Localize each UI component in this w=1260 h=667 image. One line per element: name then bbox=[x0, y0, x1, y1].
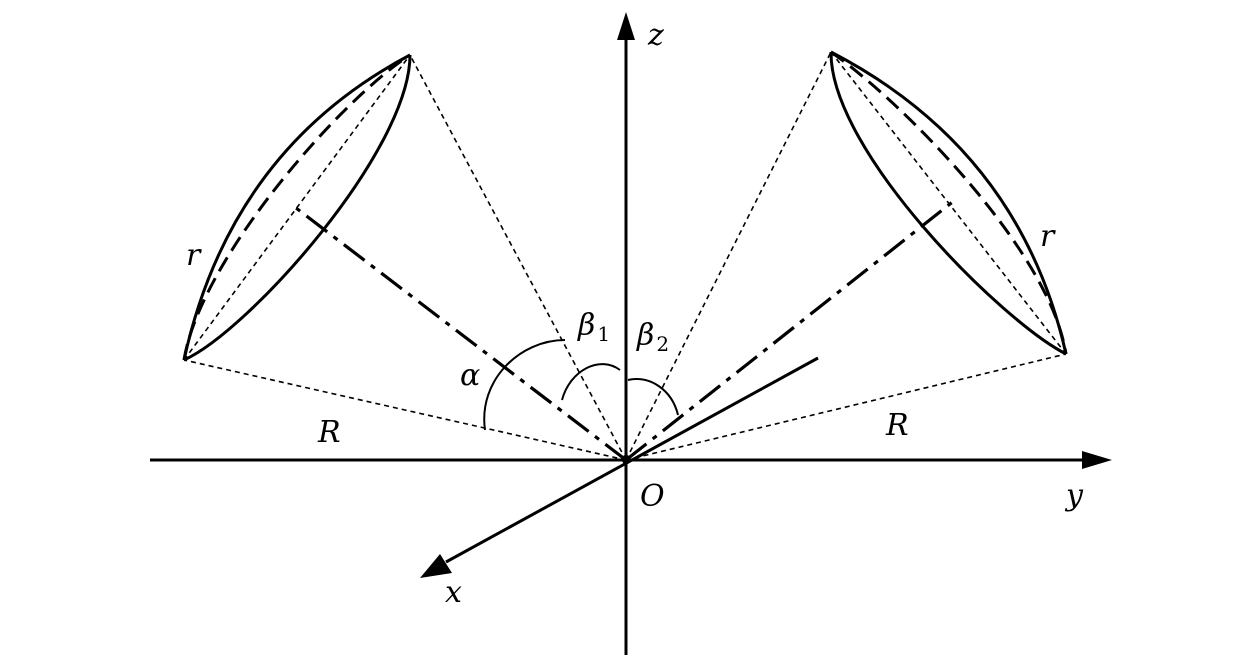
right-cone-axis bbox=[625, 198, 956, 462]
beta1-subscript: 1 bbox=[597, 322, 610, 346]
origin-point bbox=[622, 456, 630, 464]
left-generator-top bbox=[409, 54, 627, 461]
beta2-angle-arc bbox=[627, 378, 679, 416]
left-cone-axis bbox=[295, 206, 627, 462]
left-cap-diameter bbox=[183, 54, 411, 361]
z-axis-arrowhead bbox=[617, 12, 635, 40]
x-axis-arrowhead bbox=[420, 554, 452, 578]
y-axis-label: y bbox=[1064, 478, 1084, 513]
alpha-angle-arc bbox=[483, 339, 566, 431]
right-small-radius-label: r bbox=[1040, 219, 1056, 254]
right-cap-base-back bbox=[830, 50, 1068, 355]
right-generator-bottom bbox=[625, 353, 1067, 461]
left-small-radius-label: r bbox=[186, 238, 202, 273]
right-generator-top bbox=[625, 51, 832, 461]
beta1-angle-arc bbox=[561, 363, 621, 401]
alpha-label: α bbox=[460, 358, 480, 393]
left-cap-outer-arc bbox=[182, 53, 411, 361]
beta2-subscript: 2 bbox=[656, 332, 669, 356]
x-axis-label: x bbox=[445, 575, 462, 610]
left-cap-base-back bbox=[182, 53, 411, 361]
beta1-symbol: β bbox=[577, 308, 595, 343]
beta2-symbol: β bbox=[636, 318, 654, 353]
right-cap-base-front bbox=[829, 51, 1067, 356]
left-generator-bottom bbox=[183, 359, 627, 461]
right-radius-label: R bbox=[885, 408, 909, 443]
x-axis bbox=[445, 356, 819, 564]
left-cap-base-front bbox=[183, 54, 412, 362]
right-cap-diameter bbox=[830, 51, 1067, 355]
origin-label: O bbox=[640, 479, 665, 514]
y-axis-arrowhead bbox=[1082, 451, 1112, 469]
left-radius-label: R bbox=[317, 415, 341, 450]
right-cap-outer-arc bbox=[830, 50, 1068, 355]
z-axis-label: z bbox=[647, 18, 664, 53]
